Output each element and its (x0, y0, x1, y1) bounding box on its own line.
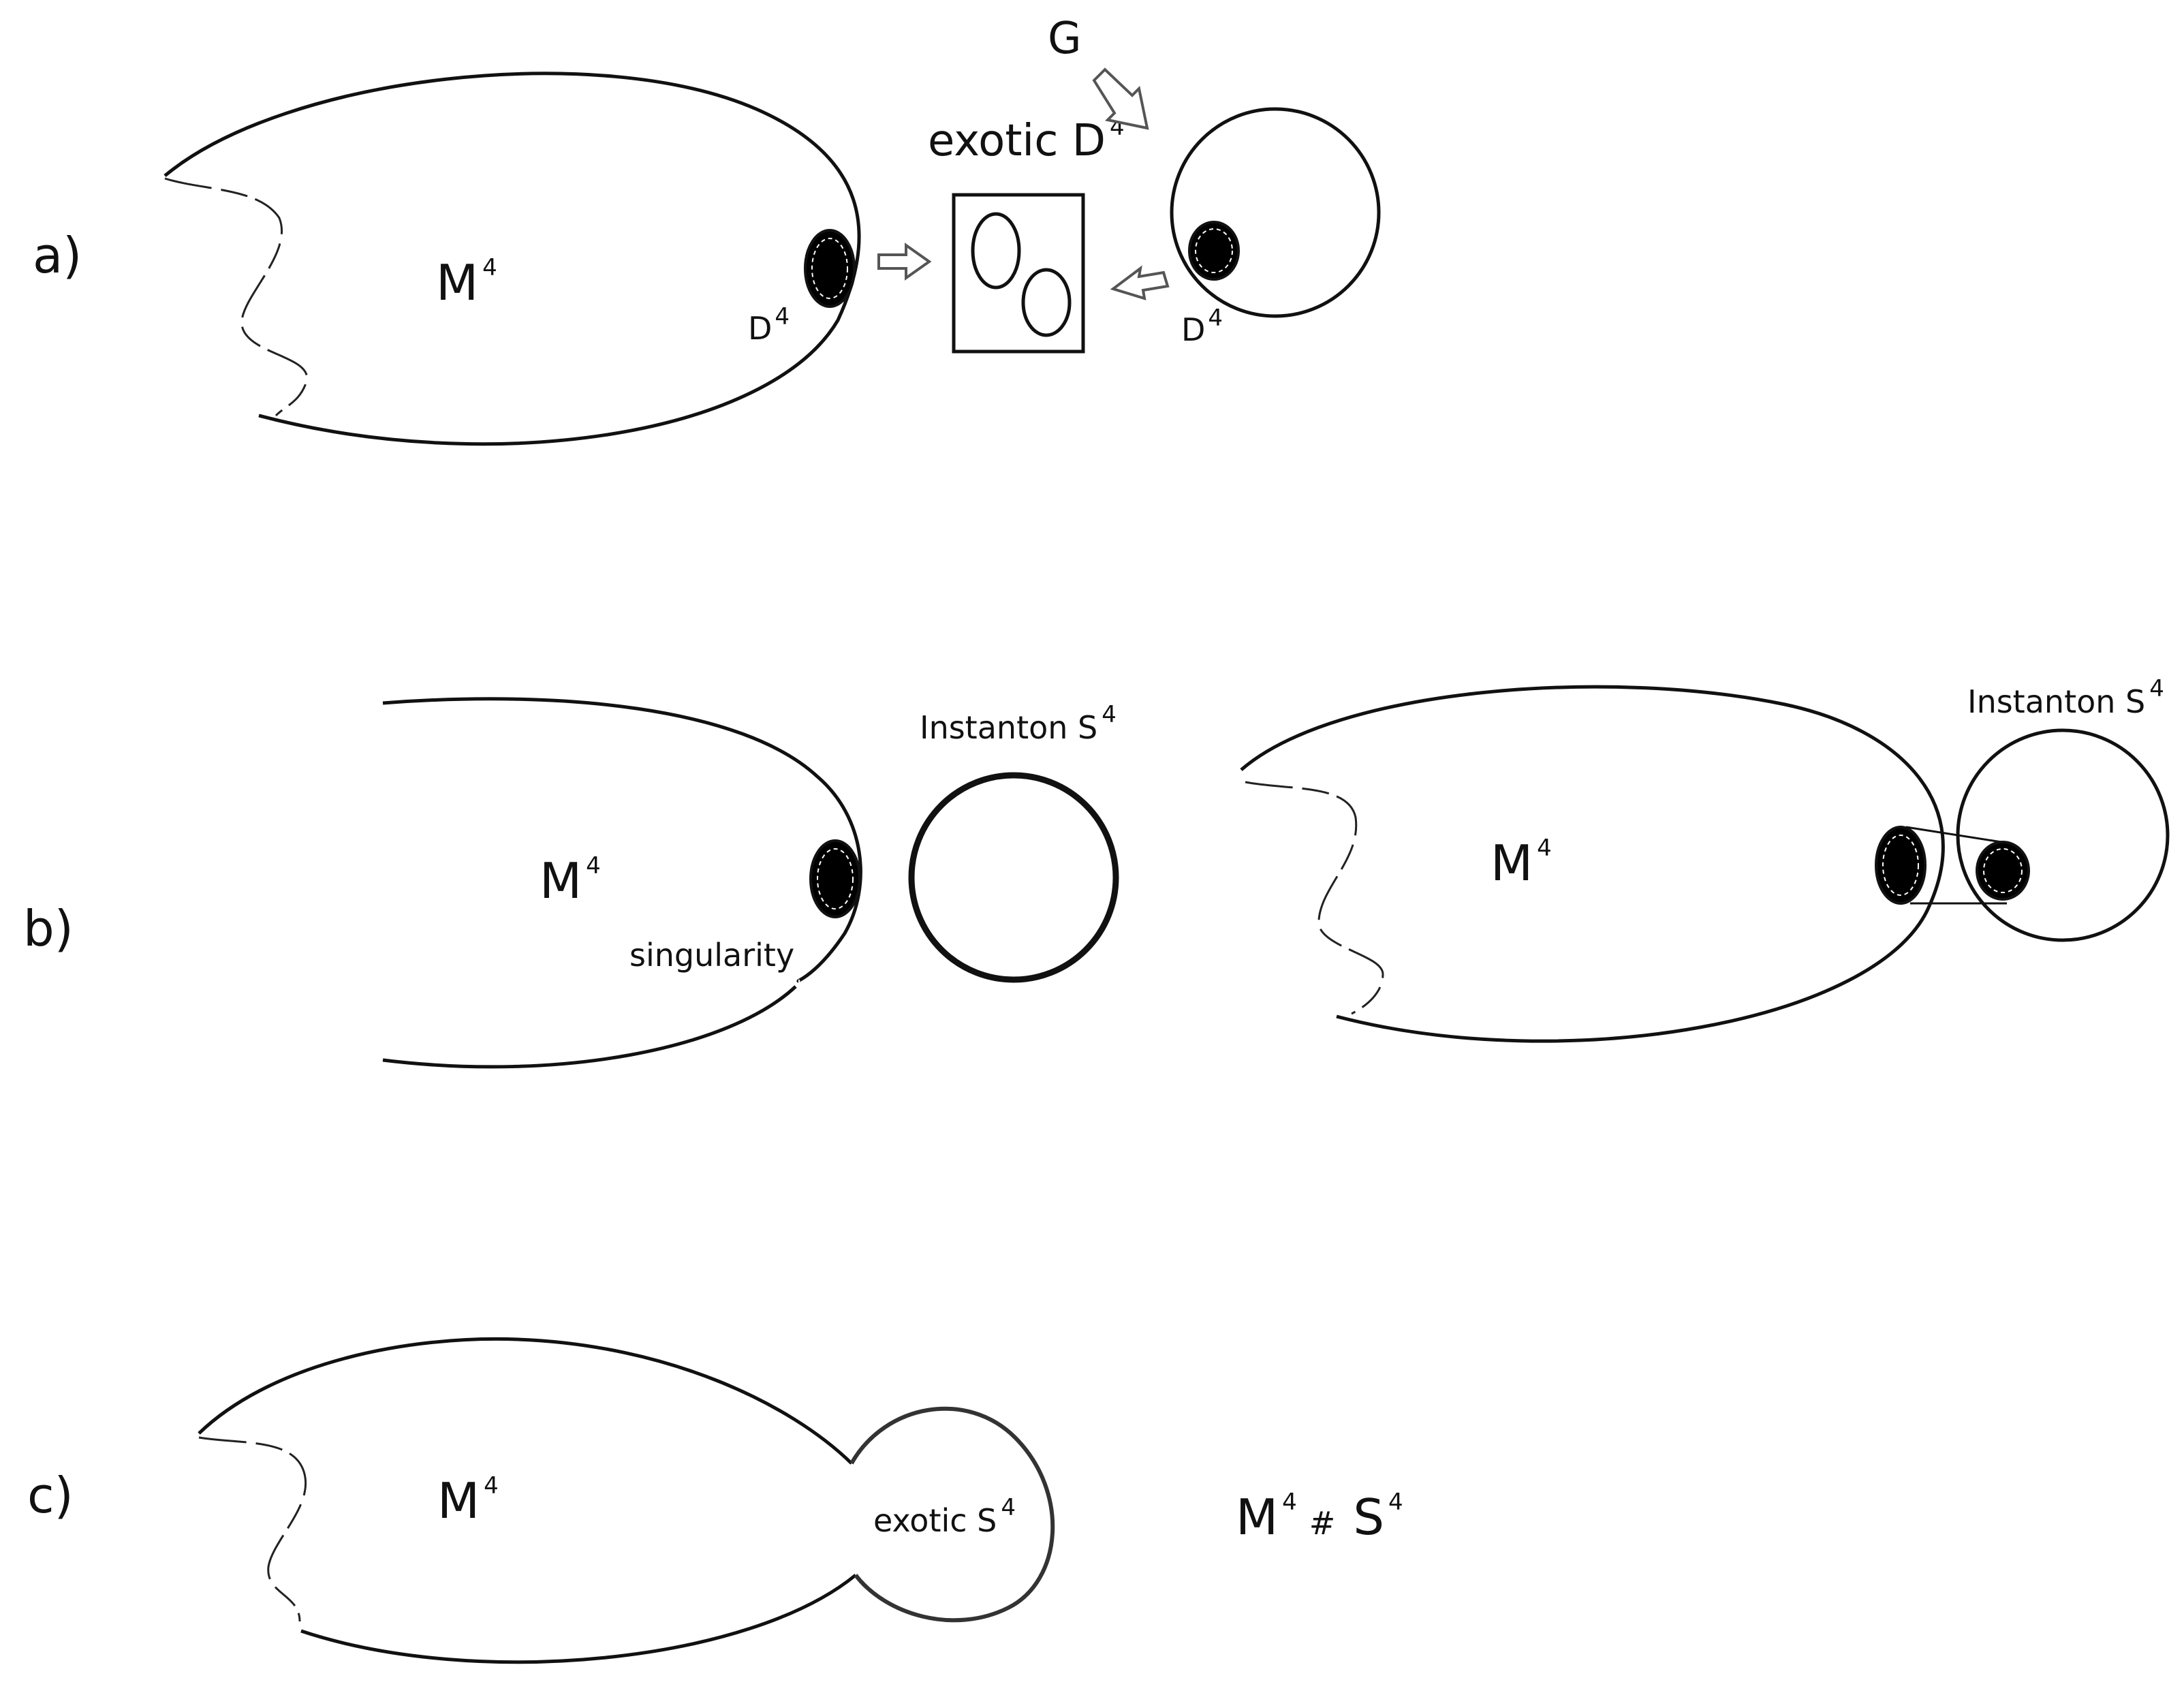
panel-b-right-instanton-disk-ring (1983, 848, 2023, 893)
panel-a-arrow-group (1092, 67, 1149, 130)
panel-c-label: c) (27, 1467, 74, 1524)
panel-a-exotic-handle-1 (971, 212, 1021, 290)
panel-c-manifold-outline (198, 1337, 853, 1465)
panel-a-group-disk-ring (1195, 228, 1233, 273)
panel-b-connector-top (1905, 826, 2002, 843)
panel-b-singularity-blob (809, 839, 861, 918)
panel-a-label: a) (33, 227, 82, 284)
panel-b-label: b) (23, 900, 74, 957)
panel-b-right-cut-edge (1245, 781, 1384, 1015)
panel-a-arrow-to-exotic (877, 243, 932, 281)
panel-b-right-manifold-disk-ring (1882, 835, 1919, 896)
panel-b-left-manifold-lower (382, 985, 797, 1069)
panel-a-disk-blob (804, 229, 856, 308)
panel-a-group-circle (1170, 107, 1381, 318)
panel-a-group-disk-blob (1188, 221, 1240, 281)
panel-b-left-manifold-outline (382, 697, 862, 983)
panel-c-cut-edge (198, 1436, 307, 1622)
panel-a-arrow-to-box (1110, 265, 1170, 300)
panel-c-exotic-sphere-outline (849, 1406, 1055, 1623)
panel-c-manifold-lower (300, 1574, 857, 1664)
panel-b-instanton-sphere (908, 772, 1119, 983)
panel-a-disk-blob-ring (811, 238, 848, 299)
panel-a-exotic-box (952, 193, 1085, 354)
panel-b-singularity-label: singularity (629, 937, 794, 974)
panel-b-right-instanton-sphere (1956, 728, 2170, 942)
panel-a-group-label: G (1048, 14, 1082, 64)
panel-b-right-instanton-disk (1976, 841, 2030, 901)
panel-a-cut-edge (164, 177, 308, 417)
panel-b-right-manifold-outline (1240, 685, 1945, 1043)
panel-b-singularity-ring (817, 848, 854, 909)
panel-a-manifold-outline (163, 72, 861, 446)
panel-b-right-manifold-disk (1875, 826, 1926, 905)
panel-a-exotic-handle-2 (1021, 268, 1072, 337)
